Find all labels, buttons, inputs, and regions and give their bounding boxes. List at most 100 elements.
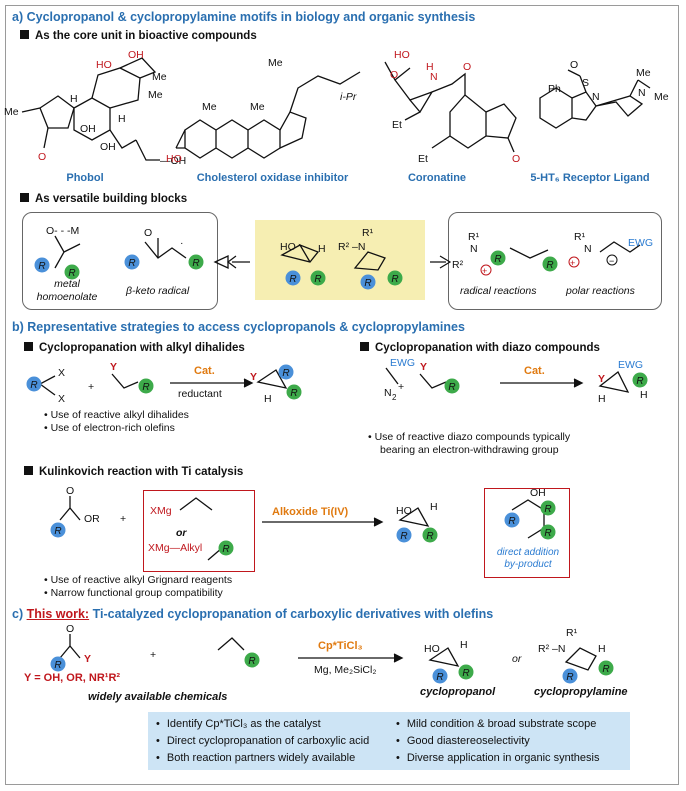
svg-text:Y: Y — [250, 371, 257, 383]
svg-text:Et: Et — [418, 153, 428, 165]
square-bullet-icon — [24, 342, 33, 351]
svg-text:HO: HO — [96, 59, 112, 71]
steroid-structure — [175, 71, 361, 159]
svg-text:H: H — [426, 61, 434, 73]
svg-text:N: N — [584, 243, 592, 255]
svg-text:H: H — [598, 643, 606, 655]
y-definition: Y = OH, OR, NR¹R² — [24, 672, 121, 684]
svg-text:+: + — [482, 266, 487, 276]
product-cyclopropylamine: cyclopropylamine — [534, 686, 628, 698]
svg-text:H: H — [460, 639, 468, 651]
coronatine-structure — [384, 61, 517, 153]
svg-text:–N: –N — [552, 643, 565, 655]
compound-caption: Cholesterol oxidase inhibitor — [196, 172, 349, 184]
figure-frame — [5, 5, 679, 785]
square-bullet-icon — [20, 193, 29, 202]
svg-text:N: N — [592, 91, 600, 103]
section-a-sub2: As versatile building blocks — [20, 193, 187, 205]
summary-item: Identify Cp*TiCl₃ as the catalyst — [156, 718, 321, 730]
svg-text:Et: Et — [392, 119, 402, 131]
svg-text:O- - -M: O- - -M — [46, 225, 79, 237]
diazo-note: • Use of reactive diazo compounds typica… — [368, 431, 571, 443]
svg-text:Y: Y — [84, 653, 91, 665]
svg-text:R¹: R¹ — [362, 227, 374, 239]
svg-text:Me: Me — [250, 101, 265, 113]
summary-item: Mild condition & broad substrate scope — [396, 718, 597, 730]
svg-text:N: N — [430, 71, 438, 83]
compound-caption: 5-HT₆ Receptor Ligand — [530, 172, 650, 184]
summary-box: Identify Cp*TiCl₃ as the catalyst Direct… — [148, 712, 630, 770]
beta-keto-radical-label: β-keto radical — [126, 285, 190, 297]
svg-text:X: X — [58, 367, 65, 379]
square-bullet-icon — [360, 342, 369, 351]
svg-text:R¹: R¹ — [574, 231, 586, 243]
svg-text:·: · — [180, 237, 184, 249]
dihalide-reagent: reductant — [178, 388, 222, 400]
polar-reactions-label: polar reactions — [566, 285, 635, 297]
this-work-reagents: Mg, Me₂SiCl₂ — [314, 664, 377, 676]
product-cyclopropanol: cyclopropanol — [420, 686, 496, 698]
svg-text:X: X — [58, 393, 65, 405]
diazo-note: bearing an electron-withdrawing group — [380, 444, 559, 456]
svg-text:N: N — [470, 243, 478, 255]
svg-text:N: N — [638, 87, 646, 99]
dihalide-title: Cyclopropanation with alkyl dihalides — [24, 342, 245, 354]
section-b-title: b) Representative strategies to access c… — [12, 320, 465, 334]
svg-text:H: H — [430, 501, 438, 513]
svg-text:Y: Y — [598, 373, 605, 385]
svg-text:Me: Me — [4, 106, 19, 118]
summary-item: Good diastereoselectivity — [396, 735, 530, 747]
section-c-title: c) This work: Ti-catalyzed cyclopropanat… — [12, 607, 494, 621]
svg-text:HO: HO — [396, 505, 412, 517]
svg-text:H: H — [598, 393, 606, 405]
dihalide-note: • Use of reactive alkyl dihalides — [44, 409, 189, 421]
dihalide-note: • Use of electron-rich olefins — [44, 422, 175, 434]
square-bullet-icon — [20, 30, 29, 39]
svg-text:OH: OH — [128, 49, 144, 61]
summary-item: Direct cyclopropanation of carboxylic ac… — [156, 735, 369, 747]
svg-text:EWG: EWG — [390, 357, 415, 369]
svg-text:R²: R² — [452, 259, 464, 271]
svg-text:EWG: EWG — [628, 237, 653, 249]
svg-text:Me: Me — [268, 57, 283, 69]
grignard-box — [143, 490, 255, 572]
compound-caption: Phobol — [66, 172, 104, 184]
byproduct-label: direct addition by-product — [496, 547, 560, 570]
xmg-alkyl: XMg—Alkyl — [148, 542, 203, 554]
kulinkovich-note: • Use of reactive alkyl Grignard reagent… — [44, 574, 233, 586]
svg-text:Me: Me — [152, 71, 167, 83]
summary-item: Diverse application in organic synthesis — [396, 752, 600, 764]
svg-text:H: H — [70, 93, 78, 105]
svg-text:XMg: XMg — [150, 505, 172, 517]
svg-text:S: S — [582, 77, 589, 89]
svg-text:R¹: R¹ — [566, 627, 578, 639]
svg-text:O: O — [390, 69, 398, 81]
svg-text:R¹: R¹ — [468, 231, 480, 243]
svg-text:O: O — [570, 59, 578, 71]
section-a-title: a) Cyclopropanol & cyclopropylamine moti… — [12, 10, 476, 24]
kulinkovich-note: • Narrow functional group compatibility — [44, 587, 223, 599]
svg-text:R²: R² — [338, 241, 350, 253]
svg-text:+: + — [88, 381, 94, 393]
svg-text:+: + — [398, 381, 404, 393]
svg-text:Me: Me — [654, 91, 669, 103]
summary-item: Both reaction partners widely available — [156, 752, 355, 764]
svg-text:H: H — [318, 243, 326, 255]
svg-text:Ph: Ph — [548, 83, 561, 95]
svg-text:O: O — [144, 227, 152, 239]
svg-text:O: O — [512, 153, 520, 165]
kulinkovich-catalyst: Alkoxide Ti(IV) — [272, 506, 349, 518]
svg-text:+: + — [570, 258, 575, 268]
svg-text:HO: HO — [166, 153, 182, 165]
svg-text:H: H — [264, 393, 272, 405]
diazo-catalyst: Cat. — [524, 365, 545, 377]
svg-text:–N: –N — [352, 241, 365, 253]
svg-text:Me: Me — [202, 101, 217, 113]
availability-label: widely available chemicals — [88, 691, 228, 703]
svg-text:O: O — [66, 485, 74, 497]
section-a-sub1: As the core unit in bioactive compounds — [20, 30, 257, 42]
svg-text:—OH: —OH — [160, 155, 186, 167]
svg-text:HO: HO — [280, 241, 296, 253]
